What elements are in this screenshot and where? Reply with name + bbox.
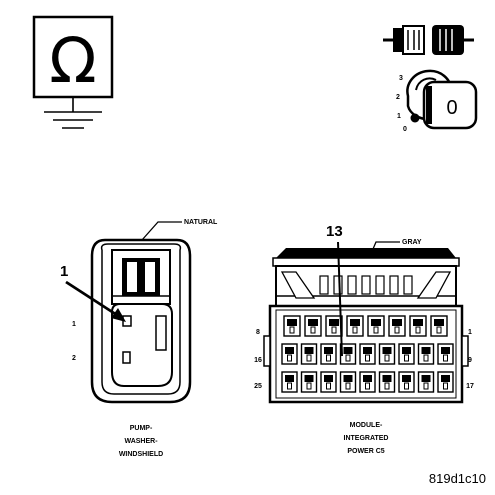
ignition-switch-icon: 0 3 2 1 0 <box>396 69 478 133</box>
module-connector-color: GRAY <box>402 239 422 246</box>
ohm-glyph: Ω <box>49 24 96 97</box>
pump-pin-label: 2 <box>72 355 76 362</box>
terminal-cavity <box>339 371 357 393</box>
terminal-cavity <box>320 343 337 365</box>
latch-slot <box>389 275 399 295</box>
terminal-cavity <box>378 371 396 393</box>
terminal-cavity <box>283 315 301 337</box>
pump-caption-line: WASHER- <box>124 438 158 445</box>
terminal-cavity <box>409 315 427 337</box>
latch-slots <box>319 275 413 295</box>
terminal-cavity <box>300 371 318 393</box>
terminal-cavity <box>398 343 415 365</box>
terminal-cavity <box>398 371 415 393</box>
pump-washer-connector: NATURAL 1 1 2 PUMP- WASHER- WINDSHIELD <box>60 219 218 458</box>
terminal-cavity <box>437 371 454 393</box>
ground-icon <box>44 97 102 129</box>
terminal-cavity <box>339 343 357 365</box>
module-right-pin-label: 9 <box>468 357 472 364</box>
key-position-label: 2 <box>396 94 400 101</box>
latch-slot <box>347 275 357 295</box>
terminal-cavity <box>320 371 337 393</box>
module-left-pin-label: 8 <box>256 329 260 336</box>
module-power-connector: GRAY 13 8 16 25 1 9 17 MODULE- INTEGRATE… <box>254 223 474 455</box>
pump-pin-label: 1 <box>72 321 76 328</box>
figure-id: 819d1c10 <box>429 471 486 486</box>
terminal-cavity <box>430 315 448 337</box>
latch-slot <box>319 275 329 295</box>
module-right-pin-label: 17 <box>466 383 474 390</box>
pump-caption-line: WINDSHIELD <box>119 451 163 458</box>
terminal-cavity <box>437 343 454 365</box>
latch-slot <box>361 275 371 295</box>
terminal-cavity <box>417 371 435 393</box>
terminal-cavity <box>325 315 343 337</box>
terminal-cavity <box>346 315 364 337</box>
latch-slot <box>375 275 385 295</box>
connector-disconnect-icon <box>383 25 474 55</box>
terminal-cavity <box>417 343 435 365</box>
module-left-pin-label: 25 <box>254 383 262 390</box>
module-right-pin-label: 1 <box>468 329 472 336</box>
module-caption-line: MODULE- <box>350 422 383 429</box>
terminal-cavity <box>281 371 298 393</box>
terminal-cavity <box>300 343 318 365</box>
terminal-rows <box>281 315 454 393</box>
key-label: 0 <box>446 97 457 119</box>
terminal-cavity <box>304 315 322 337</box>
key-position-label: 0 <box>403 126 407 133</box>
pump-connector-color: NATURAL <box>184 219 218 226</box>
terminal-cavity <box>378 343 396 365</box>
module-left-pin-label: 16 <box>254 357 262 364</box>
terminal-cavity <box>281 343 298 365</box>
latch-slot <box>333 275 343 295</box>
key-position-label: 3 <box>399 75 403 82</box>
module-caption-line: INTEGRATED <box>344 435 389 442</box>
pump-caption-line: PUMP- <box>130 425 153 432</box>
pump-callout-number: 1 <box>60 263 68 280</box>
key-position-label: 1 <box>397 113 401 120</box>
pump-pin-2-terminal <box>122 351 131 364</box>
terminal-cavity <box>359 343 376 365</box>
latch-slot <box>403 275 413 295</box>
terminal-cavity <box>367 315 385 337</box>
ohmmeter-symbol: Ω <box>32 15 114 99</box>
module-caption-line: POWER C5 <box>347 448 384 455</box>
terminal-cavity <box>388 315 406 337</box>
terminal-cavity <box>359 371 376 393</box>
module-callout-number: 13 <box>326 223 343 240</box>
